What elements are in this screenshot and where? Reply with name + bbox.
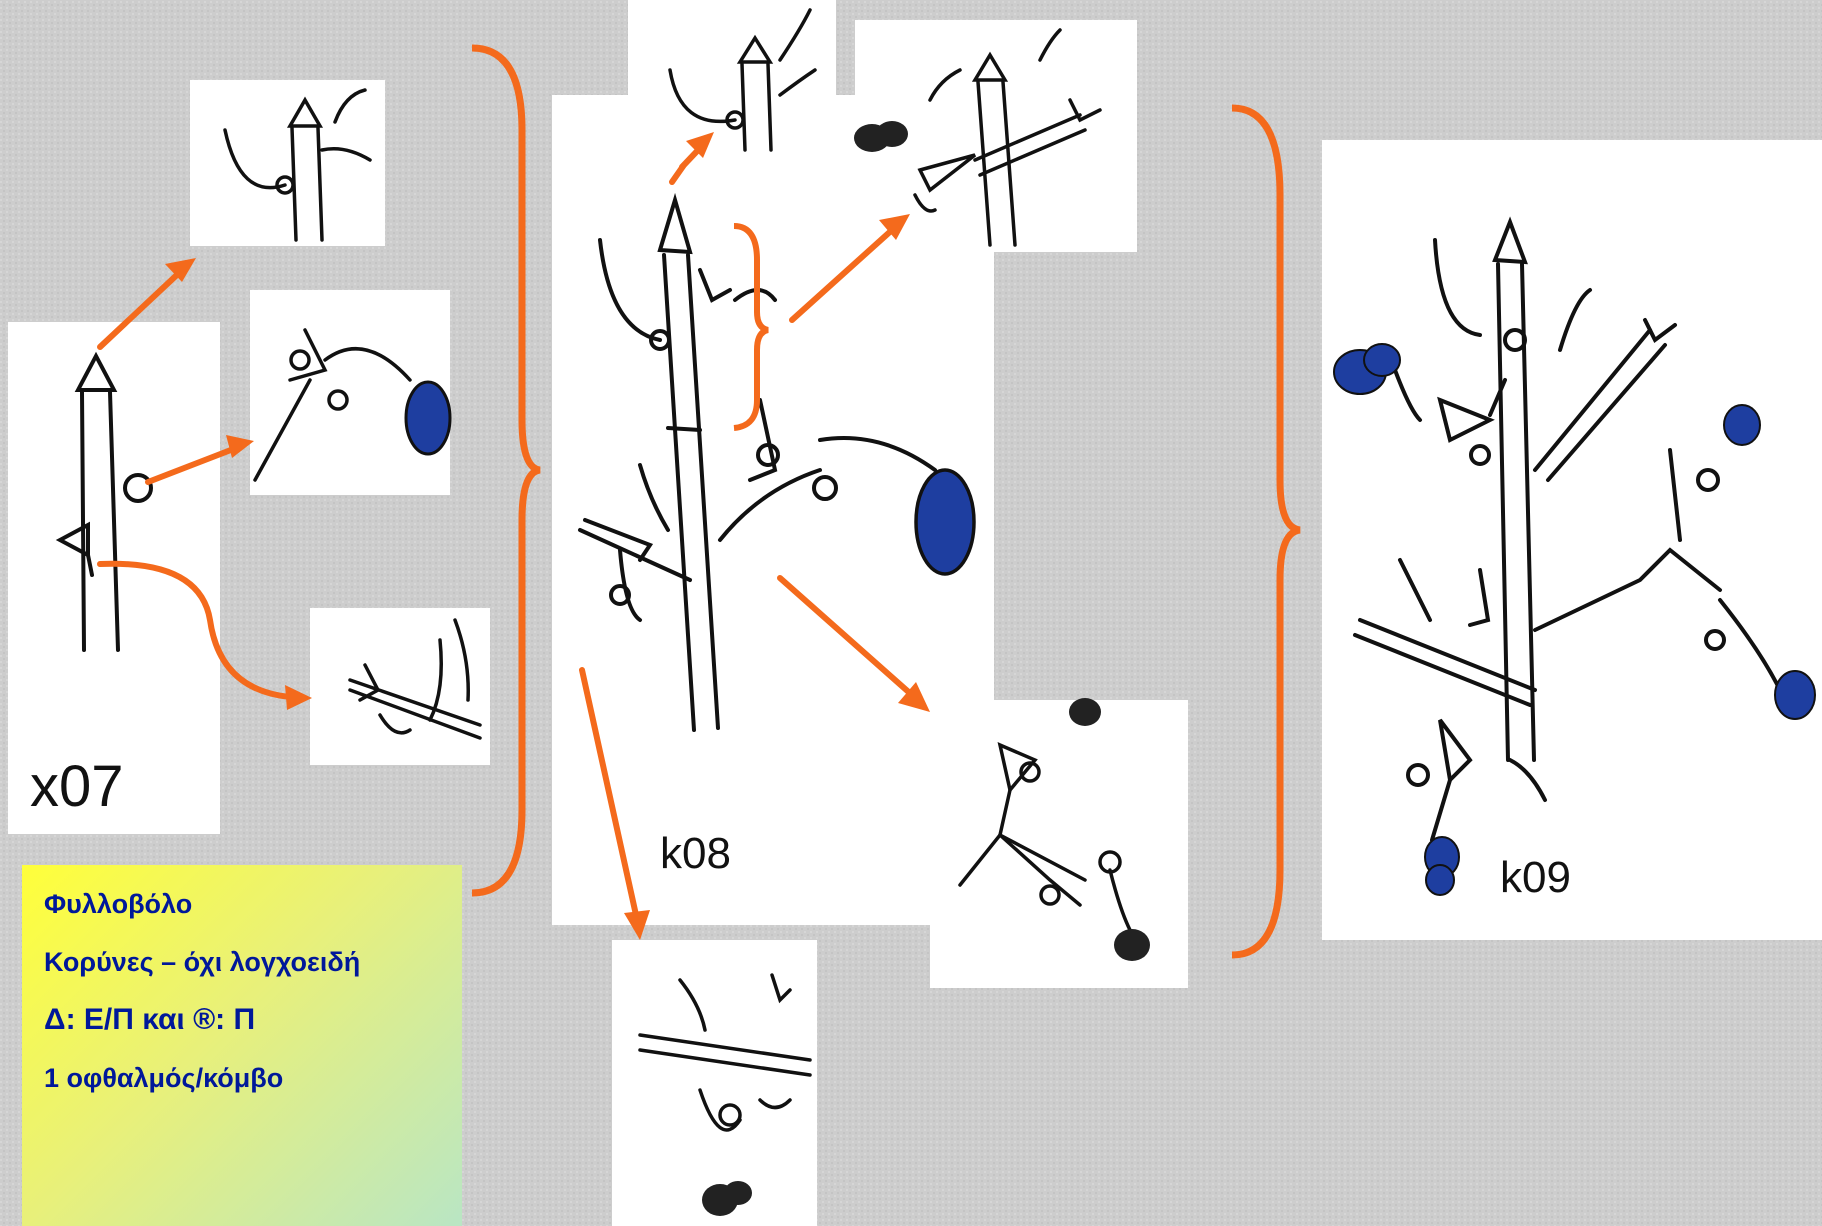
- panel-k08-right: [930, 698, 1188, 988]
- x07-label: x07: [30, 754, 124, 819]
- panel-k08-top-right: [854, 20, 1137, 252]
- panel-k08-bottom: [612, 940, 817, 1226]
- k09-label: k09: [1500, 853, 1571, 902]
- k09-fruit-3: [1774, 670, 1816, 720]
- legend-line-1: Φυλλοβόλο: [44, 889, 193, 919]
- panel-k08-top: [628, 0, 836, 152]
- panel-x07-middle: [250, 290, 452, 495]
- brace-2: [1231, 104, 1301, 959]
- legend-line-3: Δ: Ε/Π και ®: Π: [44, 1003, 256, 1036]
- panel-x07-top: [190, 80, 385, 246]
- panel-x07: x07: [8, 322, 220, 834]
- k08-arrows: [579, 132, 930, 940]
- legend-line-4: 1 οφθαλμός/κόμβο: [44, 1063, 284, 1093]
- panel-k09: k09: [1322, 140, 1822, 940]
- x07-arrows: [97, 258, 312, 710]
- legend-box: Φυλλοβόλο Κορύνες – όχι λογχοειδή Δ: Ε/Π…: [22, 865, 462, 1226]
- k09-fruit-2: [1723, 404, 1761, 446]
- brace-k08-small: [733, 223, 769, 431]
- panel-x07-bottom: [310, 608, 490, 765]
- x07-fruit: [404, 380, 452, 456]
- k08-fruit: [914, 468, 976, 576]
- k08-label: k08: [660, 829, 731, 878]
- k08-shoot-drawing: [578, 192, 937, 732]
- k09-shoot-drawing: [1353, 216, 1782, 842]
- x07-shoot-drawing: [55, 351, 153, 652]
- legend-line-2: Κορύνες – όχι λογχοειδή: [44, 947, 361, 977]
- brace-1: [471, 44, 541, 897]
